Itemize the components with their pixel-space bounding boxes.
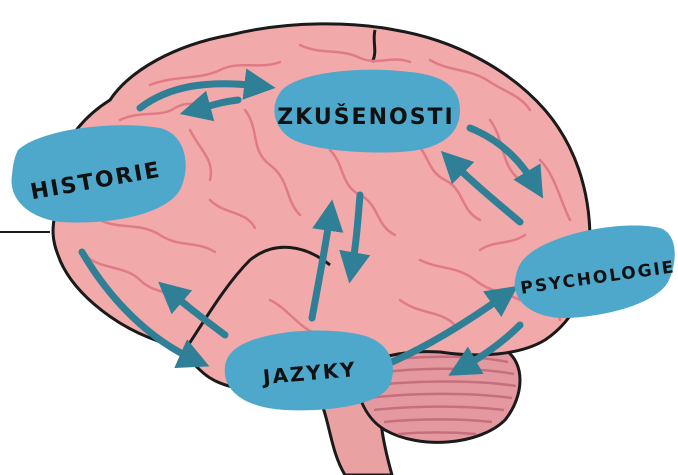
node-jazyky: JAZYKY <box>225 330 393 410</box>
label-zkusenosti: ZKUŠENOSTI <box>277 104 455 130</box>
node-zkusenosti: ZKUŠENOSTI <box>274 70 460 153</box>
